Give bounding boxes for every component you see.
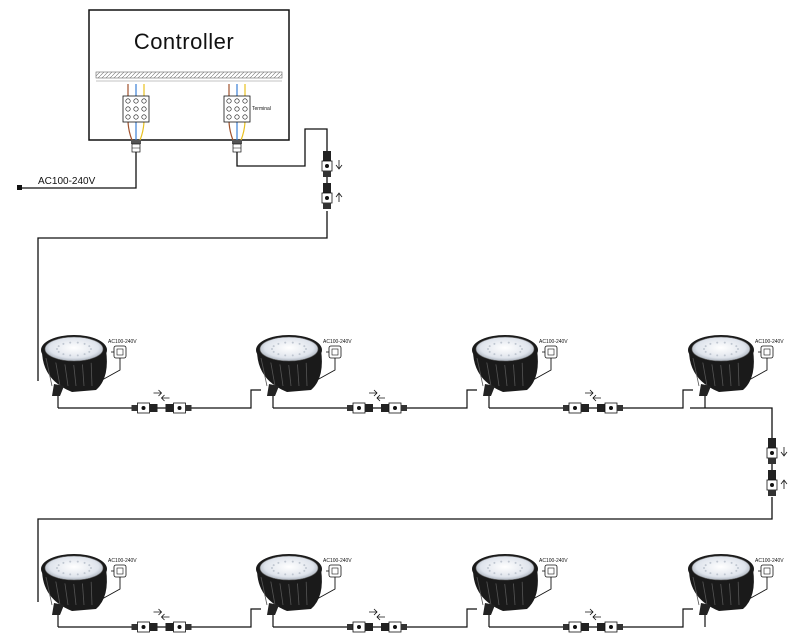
arrow-icon [585,608,601,621]
power-plug-icon [111,564,127,578]
floodlight-icon [472,335,538,396]
floodlight-icon [41,335,107,396]
arrow-icon [153,389,170,402]
terminal-blocks [122,84,251,153]
power-label: AC100-240V [755,339,784,345]
controller-output-cable [236,128,328,167]
arrow-icon [335,160,343,170]
xlr-connector-icon [131,402,192,414]
arrow-icon [153,608,170,621]
cable-gland-icon [232,140,242,153]
xlr-connector-icon [131,621,192,633]
arrow-icon [369,608,385,621]
arrow-icon [335,192,343,202]
power-plug-icon [326,564,342,578]
xlr-connector-icon [563,621,623,633]
din-rail [95,71,283,79]
controller-title: Controller [134,29,234,54]
power-label: AC100-240V [539,339,568,345]
arrow-icon [780,447,788,457]
xlr-connector-icon [347,402,407,414]
floodlight-icon [688,335,754,396]
power-plug-icon [542,345,558,359]
power-label: AC100-240V [755,558,784,564]
fixtures: AC100-240V AC100-240V AC100-240V AC100-240V… [41,335,784,615]
power-label: AC100-240V [108,558,137,564]
connectors [131,151,788,633]
power-plug-icon [758,564,774,578]
floodlight-icon [688,554,754,615]
xlr-connector-icon [321,151,333,177]
power-label: AC100-240V [108,339,137,345]
arrow-icon [780,479,788,489]
xlr-connector-icon [321,183,333,209]
floodlight-icon [472,554,538,615]
power-plug-icon [758,345,774,359]
xlr-connector-icon [347,621,407,633]
arrow-icon [369,389,385,402]
xlr-connector-icon [563,402,623,414]
terminal-block-icon [223,84,251,146]
xlr-connector-icon [766,438,778,464]
power-label: AC100-240V [323,339,352,345]
power-label: AC100-240V [539,558,568,564]
floodlight-icon [256,554,322,615]
arrow-icon [585,389,601,402]
row-link-cable-left [37,497,773,602]
controller-box: Controller Terminal [88,9,290,141]
floodlight-icon [256,335,322,396]
mains-input-label: AC100-240V [38,176,96,187]
power-label: AC100-240V [323,558,352,564]
row-link-cable-right [690,407,773,438]
mains-input-cable [17,152,137,190]
power-plug-icon [542,564,558,578]
terminal-label: Terminal [252,106,271,112]
feed-cable [37,211,328,381]
floodlight-icon [41,554,107,615]
power-plug-icon [111,345,127,359]
power-plug-icon [326,345,342,359]
xlr-connector-icon [766,470,778,496]
cable-gland-icon [131,140,141,153]
